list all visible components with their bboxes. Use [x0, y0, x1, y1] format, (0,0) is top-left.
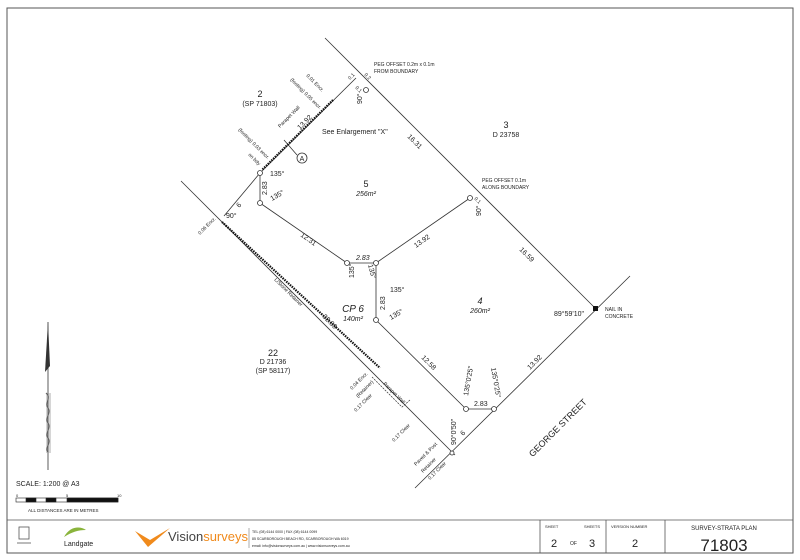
nail-marker [593, 306, 598, 311]
angle-135-1: 135° [270, 170, 285, 178]
sheets-total: 3 [589, 538, 595, 550]
of-label: OF [570, 541, 577, 547]
parapet-wall-2-label: Parapet Wall [382, 381, 406, 405]
offset-0-1b: 0.1 [354, 85, 363, 94]
sheet-label: SHEET [545, 524, 559, 529]
scale-bar [15, 497, 119, 503]
offset-0-1: 0.1 [347, 72, 356, 81]
on-bdy: on bdy [247, 152, 262, 167]
scale-tick-5: 5 [66, 493, 69, 498]
enlargement-note: See Enlargement "X" [322, 129, 388, 136]
peg-markers [257, 87, 497, 456]
marker-a: A [300, 156, 305, 163]
lot-5-number: 5 [363, 179, 368, 189]
dim-12-58: 12.58 [420, 354, 437, 371]
dim-2-83-b: 2.83 [262, 181, 269, 195]
angle-90-right: 90° [475, 205, 483, 216]
visionsurveys-logo-icon [135, 528, 170, 547]
scale-tick-0: 0 [16, 493, 19, 498]
angle-90-0-50: 90°0'50" [450, 418, 458, 445]
contact-address: 85 SCARBOROUGH BEACH RD, SCARBOROUGH WA … [252, 537, 349, 541]
contact-web: email: info@visionsurveys.com.au | www.v… [252, 544, 350, 548]
dim-6-a: 6 [235, 202, 243, 210]
lot-3-number: 3 [503, 120, 508, 130]
angle-135-3: 135° [348, 263, 356, 278]
company-name: Visionsurveys [168, 529, 248, 544]
dim-2-83-c: 2.83 [380, 296, 387, 310]
sheet-border [6, 7, 794, 554]
encr-top: 0.01 Encr. [305, 73, 325, 93]
scale-tick-10: 10 [117, 493, 122, 498]
peg-offset-top-2: FROM BOUNDARY [374, 69, 419, 75]
lot-5-area: 256m² [355, 191, 377, 198]
angle-135-2: 135° [269, 188, 286, 202]
units-note: ALL DISTANCES ARE IN METRES [28, 508, 99, 513]
angle-135-6: 135° [388, 307, 405, 321]
nail-note: NAIL IN [605, 307, 623, 313]
angle-90-left: 90° [226, 212, 237, 220]
marker-a-circle [296, 152, 308, 164]
dim-16-59: 16.59 [518, 246, 535, 263]
lot-2-ref: (SP 71803) [242, 101, 277, 108]
dim-13-92-mid: 13.92 [413, 234, 431, 250]
plan-type: SURVEY-STRATA PLAN [691, 526, 757, 532]
offset-0-1c: 0.1 [473, 196, 482, 205]
version-number: 2 [632, 538, 638, 550]
lot-cp6-number: CP 6 [342, 304, 364, 315]
north-arrow-icon [45, 322, 51, 470]
peg-offset-right-2: ALONG BOUNDARY [482, 185, 530, 191]
government-crest-icon [17, 526, 31, 544]
dim-32-89: 32.89 [321, 313, 338, 330]
dim-16-31: 16.31 [406, 133, 423, 150]
clear-2: 0.17 Clear [391, 423, 412, 444]
peg-offset-top: PEG OFFSET 0.2m x 0.1m [374, 62, 434, 68]
encr-left: 0.06 Encr. [197, 216, 217, 236]
limestone-retainer-hatch [221, 221, 381, 369]
plan-number: 71803 [700, 536, 747, 555]
angle-135-0-25-b: 135°0'25" [489, 367, 502, 398]
offset-0-2: 0.2 [363, 72, 372, 81]
lot-cp6-area: 140m² [343, 316, 364, 323]
lot-4-number: 4 [477, 296, 482, 306]
lot-22-ref: D 21736 [260, 359, 287, 366]
angle-135-4: 135° [366, 263, 378, 279]
lot-4-area: 260m² [469, 308, 491, 315]
lot-22-number: 22 [268, 348, 278, 358]
angle-135-5: 135° [390, 286, 405, 294]
dim-13-92-bot: 13.92 [526, 354, 543, 371]
dim-2-83-d: 2.83 [474, 401, 488, 408]
angle-135-0-25-a: 135°0'25" [462, 365, 475, 396]
landgate-logo-icon [64, 527, 86, 537]
dim-12-31: 12.31 [299, 232, 317, 248]
contact-phone: TEL (08) 6144 0000 | FAX (08) 6144 0099 [252, 530, 317, 534]
landgate-label: Landgate [64, 541, 93, 548]
nail-note-2: CONCRETE [605, 314, 634, 320]
dim-6-b: 6 [459, 430, 467, 438]
sheets-label: SHEETS [584, 524, 600, 529]
dim-2-83-a: 2.83 [355, 255, 370, 262]
parapet-wall-hatch [261, 99, 334, 171]
sheet-number: 2 [551, 538, 557, 550]
version-label: VERSION NUMBER [611, 524, 648, 529]
lot-2-number: 2 [257, 89, 262, 99]
peg-offset-right: PEG OFFSET 0.1m [482, 178, 526, 184]
lot-22-ref2: (SP 58117) [256, 368, 291, 375]
street-name: GEORGE STREET [527, 397, 589, 459]
lot-3-ref: D 23758 [493, 132, 520, 139]
scale-label: SCALE: 1:200 @ A3 [16, 481, 80, 488]
angle-90-top: 90° [356, 93, 364, 104]
title-block-frame [7, 519, 793, 553]
angle-89-59-10: 89°59'10" [554, 310, 584, 318]
limestone-retainer: L/Stone Retainer [273, 277, 304, 308]
